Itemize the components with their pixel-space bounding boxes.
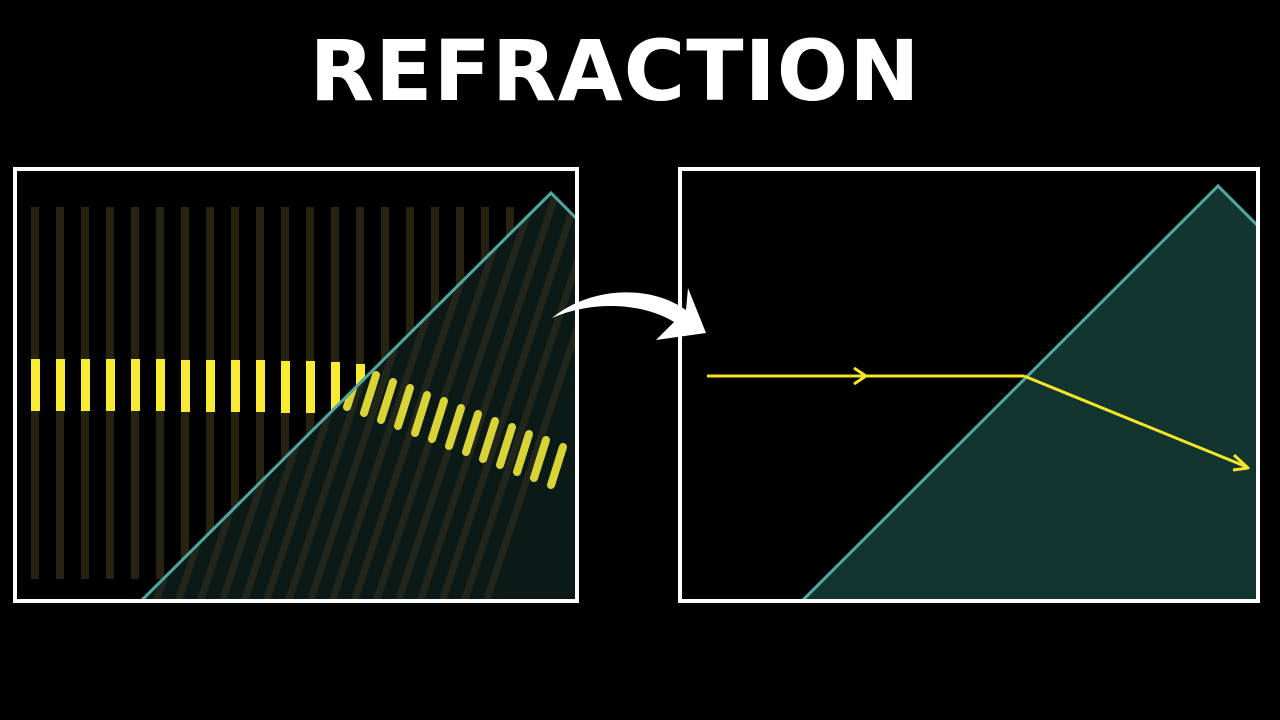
curved-right-arrow-icon bbox=[552, 288, 706, 340]
page-title: REFRACTION bbox=[309, 22, 921, 120]
refracted-arrowhead-icon bbox=[1232, 453, 1250, 472]
prism-edge bbox=[140, 190, 575, 599]
wavefront-diagram bbox=[31, 190, 575, 599]
ray-diagram bbox=[707, 183, 1256, 599]
incident-arrowhead-icon bbox=[853, 366, 868, 386]
prism-edge bbox=[801, 183, 1256, 599]
ray-panel bbox=[678, 167, 1260, 603]
wavefront-panel bbox=[13, 167, 579, 603]
refracted-ray bbox=[1023, 374, 1248, 469]
prism-body bbox=[804, 186, 1256, 599]
